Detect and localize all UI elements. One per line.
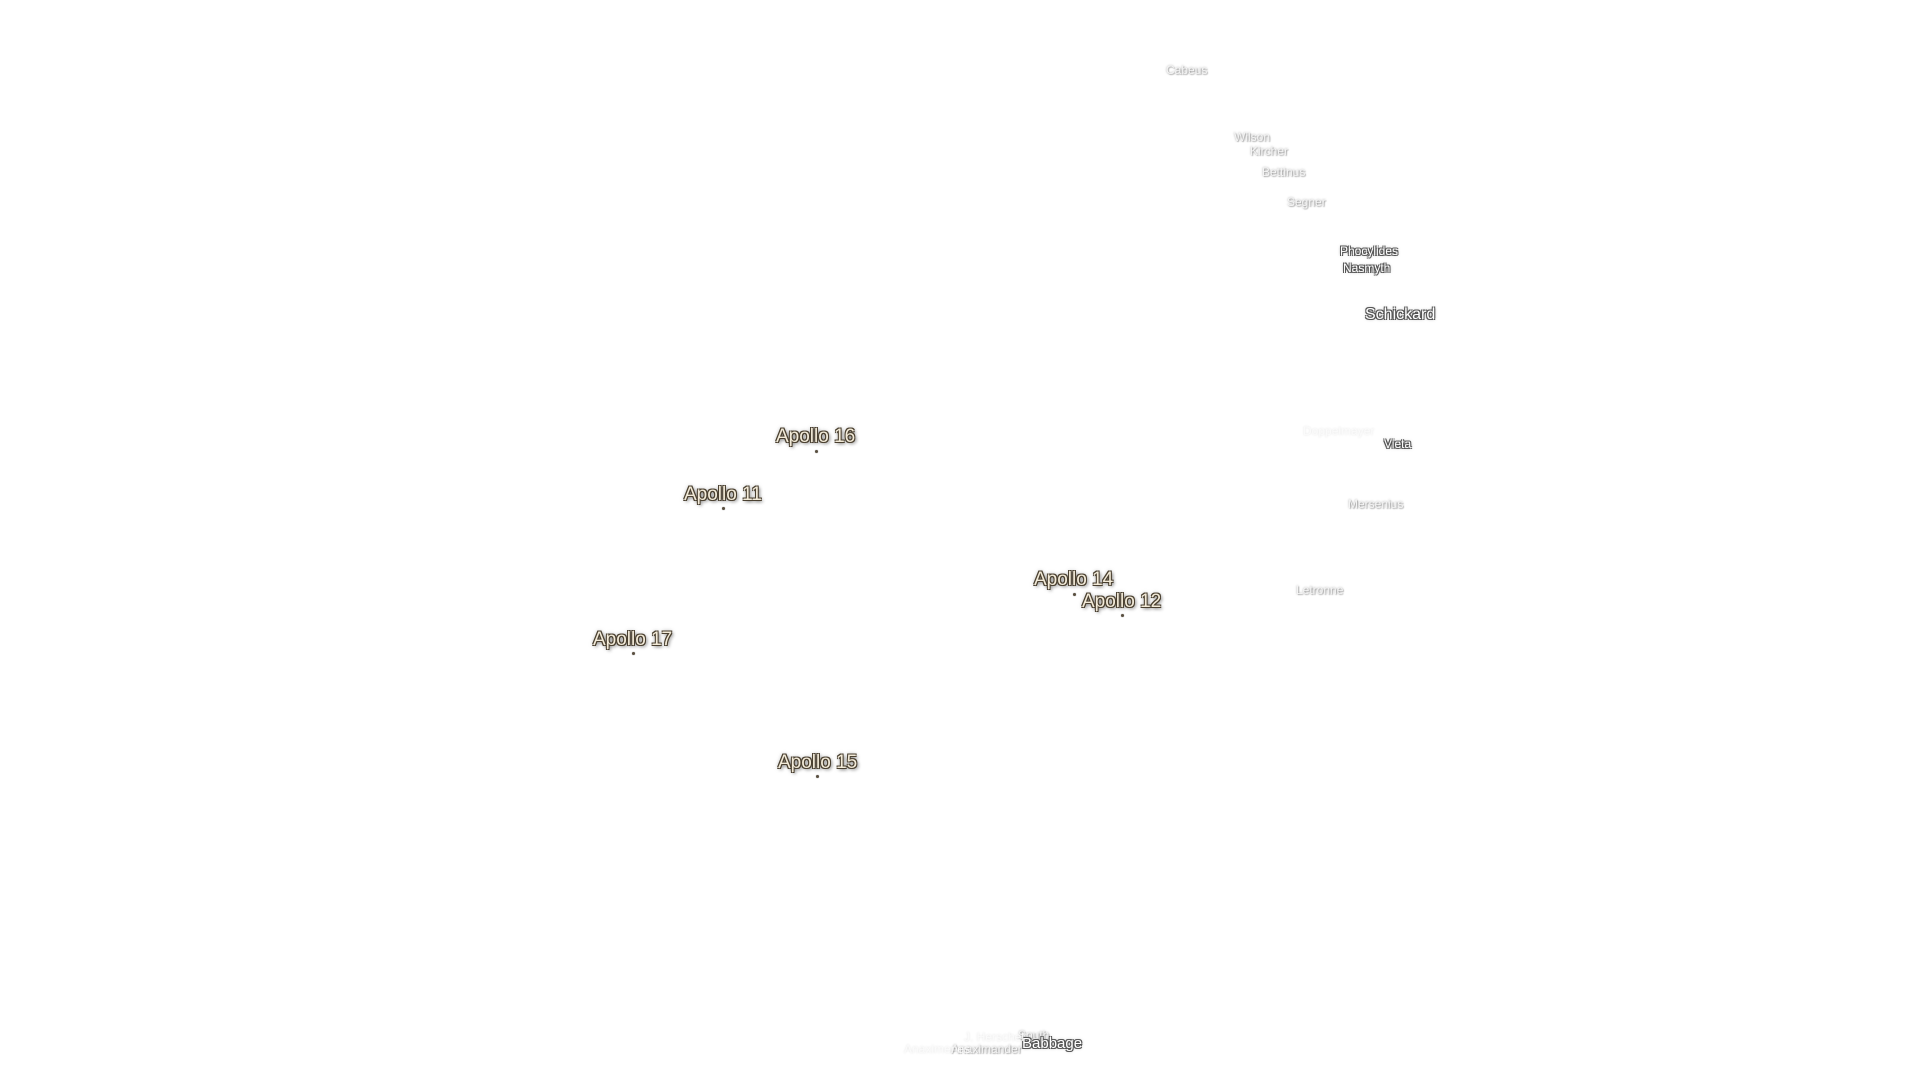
apollo-16-label[interactable]: Apollo 16 bbox=[776, 426, 856, 447]
apollo-17-marker[interactable] bbox=[632, 652, 635, 655]
crater-label-wilson[interactable]: Wilson bbox=[1234, 130, 1271, 144]
apollo-16-marker[interactable] bbox=[815, 450, 818, 453]
crater-label-schickard[interactable]: Schickard bbox=[1365, 306, 1436, 323]
crater-label-babbage[interactable]: Babbage bbox=[1022, 1035, 1083, 1052]
crater-label-bettinus[interactable]: Bettinus bbox=[1262, 165, 1306, 179]
crater-label-doppelmayer[interactable]: Doppelmayer bbox=[1303, 424, 1375, 438]
apollo-14-label[interactable]: Apollo 14 bbox=[1034, 569, 1114, 590]
crater-label-mersenius[interactable]: Mersenius bbox=[1348, 497, 1404, 511]
apollo-15-marker[interactable] bbox=[816, 775, 819, 778]
crater-label-segner[interactable]: Segner bbox=[1287, 195, 1326, 209]
crater-label-letronne[interactable]: Letronne bbox=[1296, 583, 1344, 597]
crater-label-j-herschel[interactable]: J. Herschel bbox=[964, 1030, 1025, 1044]
crater-label-south[interactable]: South bbox=[1018, 1028, 1050, 1042]
crater-label-cabeus[interactable]: Cabeus bbox=[1166, 63, 1208, 77]
crater-label-kircher[interactable]: Kircher bbox=[1250, 144, 1289, 158]
apollo-11-label[interactable]: Apollo 11 bbox=[684, 484, 762, 505]
apollo-17-label[interactable]: Apollo 17 bbox=[593, 629, 673, 650]
crater-label-nasmyth[interactable]: Nasmyth bbox=[1343, 261, 1391, 275]
apollo-12-label[interactable]: Apollo 12 bbox=[1082, 591, 1162, 612]
crater-label-anaximander[interactable]: Anaximander bbox=[951, 1042, 1022, 1056]
crater-label-phocylides[interactable]: Phocylides bbox=[1340, 244, 1399, 258]
apollo-11-marker[interactable] bbox=[722, 507, 725, 510]
apollo-14-marker[interactable] bbox=[1073, 593, 1076, 596]
apollo-15-label[interactable]: Apollo 15 bbox=[778, 752, 858, 773]
crater-label-anaximenes[interactable]: Anaximenes bbox=[904, 1042, 971, 1056]
crater-label-vieta[interactable]: Vieta bbox=[1384, 437, 1412, 451]
apollo-12-marker[interactable] bbox=[1121, 614, 1124, 617]
